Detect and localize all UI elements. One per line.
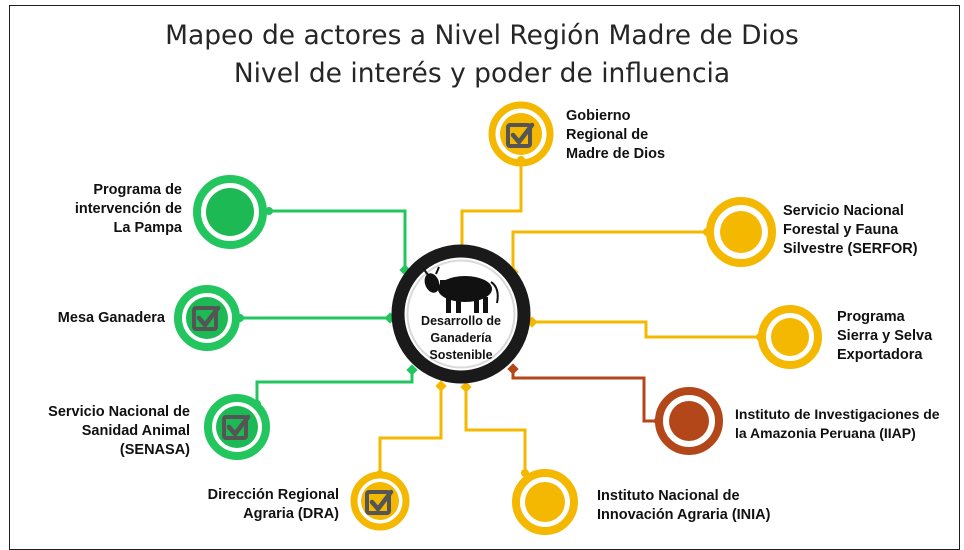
label-line: Servicio Nacional xyxy=(783,203,904,219)
center-line: Sostenible xyxy=(429,348,493,362)
label-line: Mesa Ganadera xyxy=(57,310,165,326)
label-line: Regional de xyxy=(566,127,649,143)
connector-iiap xyxy=(511,369,658,423)
node-serfor xyxy=(706,197,776,267)
label-inia: Instituto Nacional de Innovación Agraria… xyxy=(597,487,797,525)
label-line: Programa de xyxy=(93,182,182,198)
center-line: Ganadería xyxy=(430,331,492,345)
label-line: Dirección Regional xyxy=(207,487,339,503)
label-line: Instituto de Investigaciones de xyxy=(735,406,940,422)
label-line: intervención de xyxy=(74,201,182,217)
label-line: Instituto Nacional de xyxy=(597,488,740,504)
label-programa-la-pampa: Programa de intervención de La Pampa xyxy=(20,181,182,238)
connectors xyxy=(240,160,760,474)
label-line: Madre de Dios xyxy=(566,146,666,162)
title-line-1: Mapeo de actores a Nivel Región Madre de… xyxy=(165,20,799,51)
center-label: Desarrollo de Ganadería Sostenible xyxy=(405,313,517,364)
label-line: Innovación Agraria (INIA) xyxy=(597,507,771,523)
node-sierra-selva xyxy=(758,305,822,369)
label-line: Silvestre (SERFOR) xyxy=(783,241,918,257)
connector-senasa xyxy=(255,370,414,404)
filled-circle-icon xyxy=(525,482,565,522)
label-mesa-ganadera: Mesa Ganadera xyxy=(20,309,165,328)
connector-sierra-selva xyxy=(532,320,760,339)
cow-icon xyxy=(422,266,499,313)
label-line: Servicio Nacional de xyxy=(48,404,190,420)
label-serfor: Servicio Nacional Forestal y Fauna Silve… xyxy=(783,202,948,259)
label-line: (SENASA) xyxy=(119,442,190,458)
filled-circle-icon xyxy=(720,211,762,253)
label-line: Forestal y Fauna xyxy=(783,222,899,238)
label-line: Sierra y Selva xyxy=(837,328,933,344)
label-line: Sanidad Animal xyxy=(81,423,190,439)
label-line: Gobierno xyxy=(566,108,631,124)
node-mesa-ganadera xyxy=(174,285,240,351)
center-line: Desarrollo de xyxy=(421,314,501,328)
label-dra: Dirección Regional Agraria (DRA) xyxy=(170,486,339,524)
filled-circle-icon xyxy=(669,401,709,441)
label-sierra-selva: Programa Sierra y Selva Exportadora xyxy=(837,308,955,365)
label-iiap: Instituto de Investigaciones de la Amazo… xyxy=(735,405,959,443)
connector-gobierno-regional xyxy=(460,160,523,255)
center-hub xyxy=(391,244,531,384)
node-programa-la-pampa xyxy=(193,175,267,249)
title-line-2: Nivel de interés y poder de influencia xyxy=(233,58,731,89)
connector-inia xyxy=(464,387,527,473)
label-line: la Amazonia Peruana (IIAP) xyxy=(735,425,916,441)
connector-programa-la-pampa xyxy=(269,209,407,270)
label-gobierno-regional: Gobierno Regional de Madre de Dios xyxy=(566,107,716,164)
filled-circle-icon xyxy=(206,188,254,236)
node-iiap xyxy=(655,387,723,455)
connector-serfor xyxy=(511,230,707,272)
label-line: Agraria (DRA) xyxy=(243,506,339,522)
node-dra xyxy=(350,471,410,531)
connector-dra xyxy=(378,386,443,474)
node-inia xyxy=(512,469,578,535)
node-gobierno-regional xyxy=(488,101,554,167)
label-line: La Pampa xyxy=(113,220,183,236)
label-line: Programa xyxy=(837,309,905,325)
node-senasa xyxy=(204,394,270,460)
filled-circle-icon xyxy=(771,318,809,356)
label-line: Exportadora xyxy=(837,347,923,363)
label-senasa: Servicio Nacional de Sanidad Animal (SEN… xyxy=(14,403,190,460)
